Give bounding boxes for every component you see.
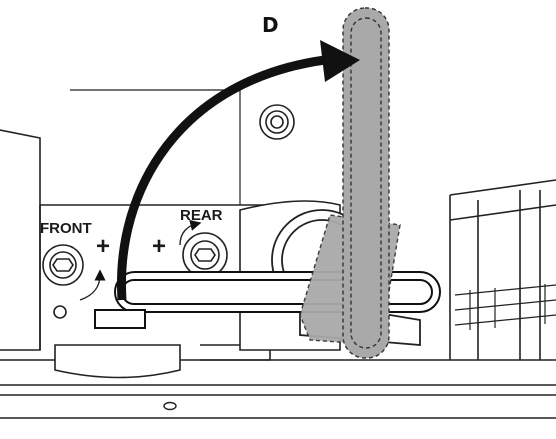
hex-screw-icon: [194, 248, 216, 262]
slot-hole: [163, 401, 177, 411]
rear-screw: [182, 232, 228, 278]
front-rotate-arrow: [79, 269, 106, 301]
rear-label: REAR: [180, 207, 223, 224]
lever-open: [299, 7, 401, 359]
rear-rotate-arrow: [179, 219, 202, 246]
step-label: D: [262, 13, 279, 37]
round-screw-icon: [259, 104, 295, 140]
plus-left-symbol: +: [96, 233, 110, 260]
hex-screw-icon: [52, 258, 74, 272]
plus-right-symbol: +: [152, 233, 166, 260]
front-screw: [42, 244, 84, 319]
curved-arrow-icon: [116, 40, 360, 301]
front-label: FRONT: [40, 220, 92, 237]
vent-grille: [454, 284, 556, 330]
